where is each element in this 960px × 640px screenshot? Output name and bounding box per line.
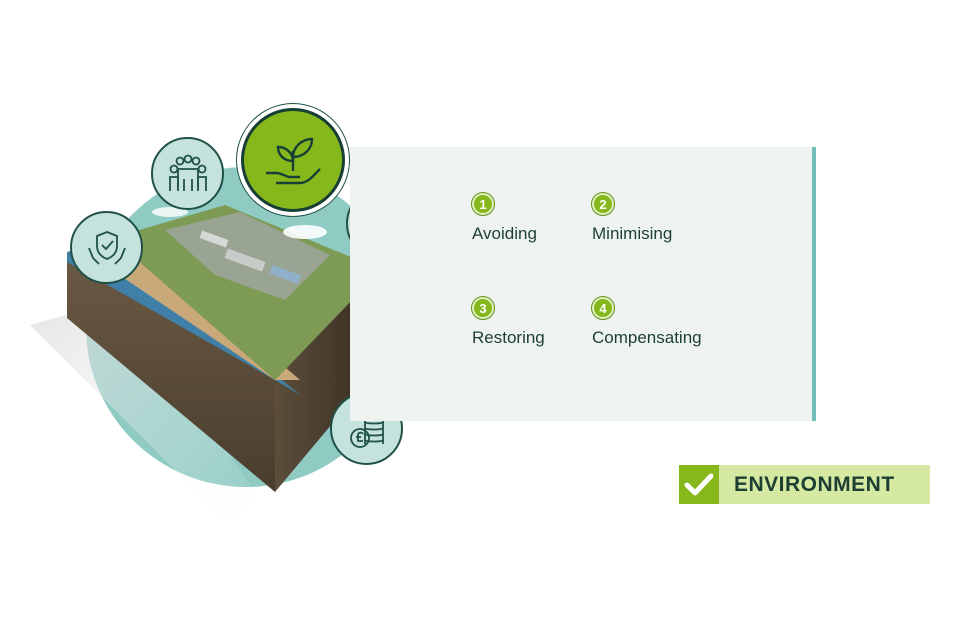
step-number-badge: 3 <box>472 297 494 319</box>
step-label: Restoring <box>472 328 545 347</box>
step-restoring: 3 Restoring <box>472 297 545 348</box>
building-2 <box>269 265 301 284</box>
checkmark-icon <box>679 465 719 504</box>
building-3 <box>199 230 229 248</box>
step-label: Minimising <box>592 224 673 243</box>
step-number-badge: 4 <box>592 297 614 319</box>
environment-badge: ENVIRONMENT <box>679 465 930 504</box>
cloud <box>152 207 188 217</box>
block-shadow <box>30 300 275 530</box>
plant-icon-circle[interactable] <box>241 108 345 212</box>
protection-hands-icon <box>87 230 126 265</box>
step-label: Avoiding <box>472 224 537 243</box>
community-people-icon <box>168 154 207 191</box>
soil-left-face <box>67 252 275 492</box>
cloud <box>283 225 327 239</box>
step-avoiding: 1 Avoiding <box>472 193 537 244</box>
step-compensating: 4 Compensating <box>592 297 702 348</box>
soil-right-face <box>275 300 352 492</box>
mitigation-panel <box>350 147 812 421</box>
step-number-badge: 2 <box>592 193 614 215</box>
community-icon-circle[interactable] <box>151 137 224 210</box>
step-number-badge: 1 <box>472 193 494 215</box>
building-1 <box>224 248 266 272</box>
panel-accent-edge <box>812 147 816 421</box>
step-minimising: 2 Minimising <box>592 193 672 244</box>
step-label: Compensating <box>592 328 702 347</box>
protection-icon-circle[interactable] <box>70 211 143 284</box>
plant-in-hand-icon <box>266 137 321 185</box>
badge-label: ENVIRONMENT <box>734 473 895 496</box>
